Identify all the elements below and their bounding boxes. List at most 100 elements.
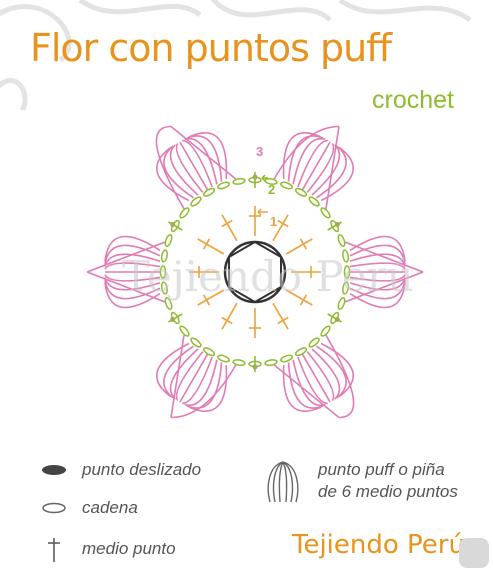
puff-stroke [163, 345, 194, 399]
puff-stroke [349, 262, 406, 270]
puff-stroke [186, 135, 223, 182]
puff-stroke [301, 141, 331, 191]
single-crochet-icon [48, 538, 60, 562]
single-crochet-stem [221, 214, 238, 242]
chain-stitch [280, 181, 293, 190]
legend-slip-stitch-label: punto deslizado [82, 460, 202, 479]
puff-stroke [155, 146, 190, 202]
chain-stitch [232, 177, 246, 185]
puff-stroke [349, 244, 406, 265]
puff-stroke [179, 141, 209, 191]
chain-stitch [217, 354, 230, 363]
legend-puff-line2: de 6 medio puntos [318, 482, 458, 501]
puff-stroke [349, 274, 406, 282]
signature: Tejiendo Perú [292, 530, 465, 560]
puff-stroke [189, 132, 228, 179]
chain-stitch [294, 347, 308, 357]
puff-stroke [163, 145, 194, 199]
petal-outline [325, 334, 355, 419]
corner-overlay-button[interactable] [459, 538, 489, 568]
puff-stroke [169, 144, 199, 196]
page-subtitle: crochet [372, 86, 454, 114]
puff-stroke [179, 353, 209, 403]
petal [86, 222, 176, 309]
petal-outline [344, 271, 424, 303]
chain-stitch [160, 249, 168, 263]
crochet-diagram: 3 2 1 [86, 125, 424, 419]
chain-stitch [280, 354, 293, 363]
round1-arrow-icon [257, 208, 268, 216]
puff-stroke [184, 359, 218, 407]
puff-stroke [169, 348, 199, 400]
puff-stroke [182, 139, 213, 188]
legend-puff: punto puff o piña de 6 medio puntos [318, 459, 458, 503]
puff-stroke [292, 137, 326, 185]
puff-stroke [311, 144, 341, 196]
puff-stroke [316, 145, 347, 199]
puff-stroke [292, 359, 326, 407]
puff-stroke [349, 282, 406, 309]
single-crochet-stem [272, 302, 289, 330]
page-title: Flor con puntos puff [30, 26, 392, 70]
chain-stitch [164, 234, 173, 247]
chain-stitch [308, 337, 320, 348]
center-ring [223, 240, 287, 304]
round2-arrow-icon [261, 174, 268, 182]
puff-stroke [104, 274, 161, 282]
petal-outline [86, 241, 166, 273]
single-crochet-bar [277, 316, 289, 325]
chain-stitch [159, 265, 167, 279]
puff-stroke [175, 142, 204, 193]
petal-outline [273, 364, 340, 419]
round1-stitches [189, 206, 321, 338]
puff-stroke [104, 279, 161, 300]
petal [155, 317, 237, 419]
chain-stitch [308, 196, 320, 207]
chain-stitch [179, 207, 190, 219]
legend-slip-stitch: punto deslizado [40, 460, 201, 480]
round-label-2: 2 [268, 182, 275, 197]
legend-single-crochet: medio punto [40, 534, 176, 564]
chain-stitch [342, 281, 350, 295]
single-crochet-stem [197, 289, 225, 306]
puff-stroke [175, 351, 204, 402]
single-crochet-bar [277, 219, 289, 228]
single-crochet-bar [202, 238, 211, 250]
petal-outline [273, 125, 340, 180]
chain-stitch [179, 325, 190, 337]
single-crochet-bar [299, 238, 308, 250]
slip-stitch-icon [42, 465, 66, 475]
puff-stroke [104, 277, 161, 291]
single-crochet-bar [221, 316, 233, 325]
puff-stroke [104, 282, 161, 309]
chain-stitch [320, 207, 331, 219]
puff-stroke [349, 253, 406, 267]
single-crochet-stem [197, 238, 225, 255]
chain-stitch [342, 249, 350, 263]
petal-outline [170, 364, 237, 419]
puff-stroke [182, 356, 213, 405]
petal [273, 125, 355, 227]
single-crochet-bar [299, 294, 308, 306]
puff-stitch-icon [267, 461, 299, 503]
round-label-3: 3 [256, 144, 263, 159]
puff-stroke [306, 142, 335, 193]
chain-stitch [337, 297, 346, 310]
puff-stroke [306, 351, 335, 402]
legend-puff-line1: punto puff o piña [318, 460, 445, 479]
puff-stroke [104, 262, 161, 270]
chain-stitch [232, 359, 246, 367]
single-crochet-bar [202, 294, 211, 306]
chain-stitch [343, 265, 351, 279]
puff-stroke [184, 137, 218, 185]
single-crochet-mark [327, 221, 342, 231]
puff-stroke [155, 342, 190, 398]
single-crochet-stem [272, 214, 289, 242]
single-crochet-mark [168, 313, 183, 323]
puff-stroke [349, 279, 406, 300]
petal-outline [155, 125, 185, 210]
petal-outline [170, 125, 237, 180]
petal [252, 334, 355, 419]
legend-single-crochet-label: medio punto [82, 539, 176, 558]
watermark: Tejiendo Perú [122, 252, 414, 301]
